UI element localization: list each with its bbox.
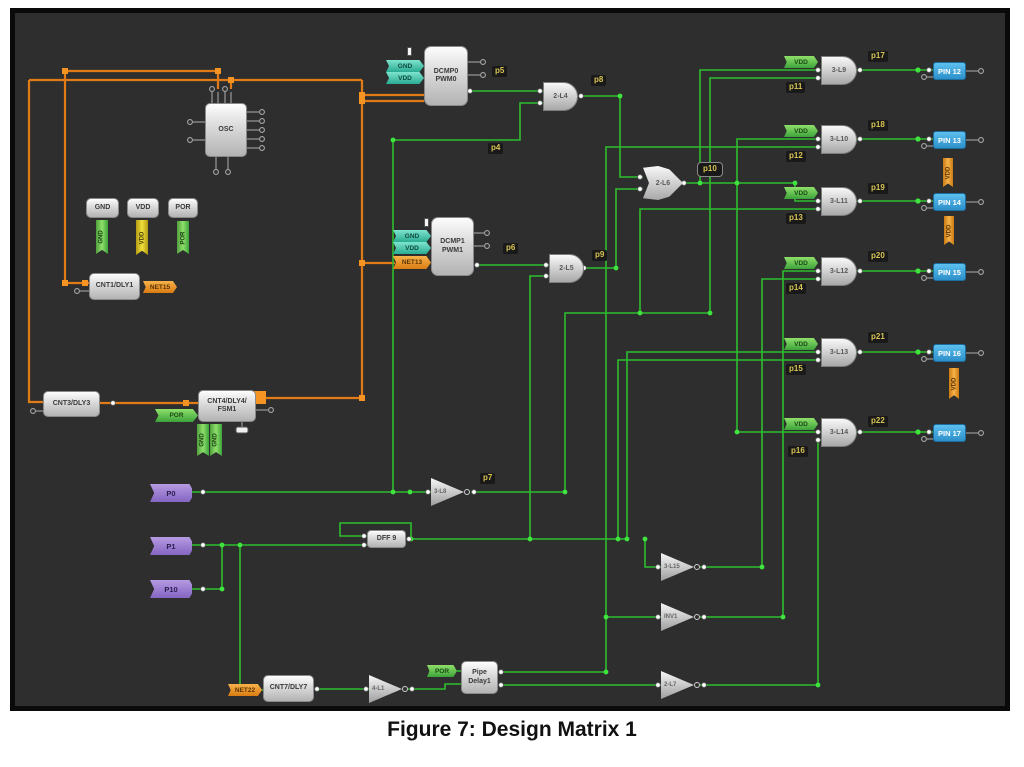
- and-gate-2-l5[interactable]: 2-L5: [549, 254, 584, 283]
- por-tag-fsm1[interactable]: POR: [155, 409, 198, 422]
- schematic-canvas[interactable]: [10, 8, 1010, 711]
- vdd-orange-ribbon-pin16[interactable]: VDD: [949, 368, 959, 399]
- dcmp0-pin-icon: [407, 47, 412, 56]
- vdd-tag-3-l10[interactable]: VDD: [784, 125, 818, 137]
- and-gate-3-l11[interactable]: 3-L11: [821, 187, 857, 216]
- cnt7-dly7-block[interactable]: CNT7/DLY7: [263, 675, 314, 702]
- vdd-tag-3-l11[interactable]: VDD: [784, 187, 818, 199]
- and-gate-2-l4[interactable]: 2-L4: [543, 82, 578, 111]
- dcmp0-gnd-tag[interactable]: GND: [386, 60, 424, 72]
- vdd-tag-3-l9[interactable]: VDD: [784, 56, 818, 68]
- dff9-block[interactable]: DFF 9: [367, 530, 406, 548]
- figure-caption: Figure 7: Design Matrix 1: [387, 718, 637, 741]
- and-gate-3-l14[interactable]: 3-L14: [821, 418, 857, 447]
- inverter-bubble-icon: [694, 614, 700, 620]
- and-gate-3-l12[interactable]: 3-L12: [821, 257, 857, 286]
- net-label-p17[interactable]: p17: [868, 51, 888, 62]
- net-label-p10[interactable]: p10: [697, 162, 723, 177]
- dcmp0-vdd-tag[interactable]: VDD: [386, 72, 424, 84]
- pin-12-block[interactable]: PIN 12: [933, 62, 966, 80]
- net15-tag[interactable]: NET15: [143, 281, 177, 293]
- pin-16-block[interactable]: PIN 16: [933, 344, 966, 362]
- and-gate-3-l10[interactable]: 3-L10: [821, 125, 857, 154]
- cnt4-dly4-fsm1-block[interactable]: CNT4/DLY4/FSM1: [198, 390, 256, 422]
- dcmp1-pin-icon: [424, 218, 429, 227]
- osc-block[interactable]: OSC: [205, 103, 247, 157]
- net-label-p11[interactable]: p11: [786, 82, 806, 93]
- pin-13-block[interactable]: PIN 13: [933, 131, 966, 149]
- net-label-p8[interactable]: p8: [591, 75, 607, 86]
- vdd-source-block[interactable]: VDD: [127, 198, 159, 218]
- net-label-p6[interactable]: p6: [503, 243, 519, 254]
- vdd-orange-ribbon-pin13[interactable]: VDD: [943, 158, 953, 187]
- net-label-p20[interactable]: p20: [868, 251, 888, 262]
- dcmp1-gnd-tag[interactable]: GND: [393, 230, 431, 242]
- inverter-bubble-icon: [694, 682, 700, 688]
- net-label-p18[interactable]: p18: [868, 120, 888, 131]
- vdd-tag-3-l12[interactable]: VDD: [784, 257, 818, 269]
- cnt1-dly1-block[interactable]: CNT1/DLY1: [89, 273, 140, 300]
- net-label-p14[interactable]: p14: [786, 283, 806, 294]
- fsm1-gnd-ribbon-1[interactable]: GND: [197, 424, 209, 456]
- por-ribbon-tag[interactable]: POR: [177, 221, 189, 254]
- cnt3-dly3-block[interactable]: CNT3/DLY3: [43, 391, 100, 417]
- net-label-p19[interactable]: p19: [868, 183, 888, 194]
- and-gate-3-l13[interactable]: 3-L13: [821, 338, 857, 367]
- por-source-block[interactable]: POR: [168, 198, 198, 218]
- fsm1-gnd-ribbon-2[interactable]: GND: [210, 424, 222, 456]
- net-label-p9[interactable]: p9: [592, 250, 608, 261]
- net-label-p7[interactable]: p7: [480, 473, 496, 484]
- inverter-bubble-icon: [402, 686, 408, 692]
- dcmp1-vdd-tag[interactable]: VDD: [393, 242, 431, 254]
- port-p1-tag[interactable]: P1: [150, 537, 192, 555]
- net-label-p21[interactable]: p21: [868, 332, 888, 343]
- vdd-ribbon-tag[interactable]: VDD: [136, 220, 148, 255]
- net-label-p12[interactable]: p12: [786, 151, 806, 162]
- por-tag-pipe[interactable]: POR: [427, 665, 457, 677]
- and-gate-3-l9[interactable]: 3-L9: [821, 56, 857, 85]
- net-label-p22[interactable]: p22: [868, 416, 888, 427]
- pin-15-block[interactable]: PIN 15: [933, 263, 966, 281]
- vdd-tag-3-l13[interactable]: VDD: [784, 338, 818, 350]
- pin-14-block[interactable]: PIN 14: [933, 193, 966, 211]
- vdd-orange-ribbon-pin14[interactable]: VDD: [944, 216, 954, 245]
- net-label-p13[interactable]: p13: [786, 213, 806, 224]
- net-label-p4[interactable]: p4: [488, 143, 504, 154]
- net-label-p15[interactable]: p15: [786, 364, 806, 375]
- port-p10-tag[interactable]: P10: [150, 580, 192, 598]
- inverter-bubble-icon: [694, 564, 700, 570]
- port-p0-tag[interactable]: P0: [150, 484, 192, 502]
- gnd-source-block[interactable]: GND: [86, 198, 119, 218]
- gnd-ribbon-tag[interactable]: GND: [96, 220, 108, 254]
- net-label-p5[interactable]: p5: [492, 66, 508, 77]
- pin-17-block[interactable]: PIN 17: [933, 424, 966, 442]
- net22-tag[interactable]: NET22: [228, 684, 262, 696]
- net13-tag[interactable]: NET13: [393, 256, 431, 269]
- inverter-bubble-icon: [464, 489, 470, 495]
- vdd-tag-3-l14[interactable]: VDD: [784, 418, 818, 430]
- net-label-p16[interactable]: p16: [788, 446, 808, 457]
